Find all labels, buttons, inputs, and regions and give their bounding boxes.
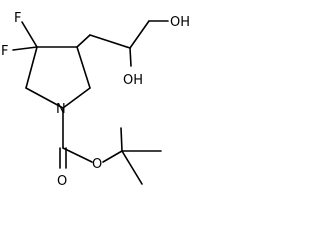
ester-oxygen-label: O (92, 157, 102, 172)
hydroxyl-secondary-label: OH (123, 73, 143, 88)
bond-c3-f-upper (21, 21, 38, 48)
bond-c4-ch2 (76, 34, 91, 48)
carbonyl-oxygen-label: O (57, 174, 67, 189)
bond-c4-c5 (76, 46, 91, 89)
fluorine-lower-label: F (1, 44, 8, 59)
bond-n-c2 (25, 87, 64, 109)
bond-c3-f-lower (12, 46, 38, 51)
bond-choh-oh (129, 47, 132, 67)
fluorine-upper-label: F (14, 11, 21, 26)
bond-ch2-choh (89, 34, 131, 49)
bond-carbonyl-oester (62, 147, 93, 163)
hydroxyl-primary-label: OH (170, 15, 190, 30)
bond-cquat-me-bottom (121, 150, 143, 185)
bond-c5-n (62, 87, 91, 109)
ring-nitrogen-label: N (56, 102, 66, 117)
bond-cquat-me-top (120, 127, 123, 152)
bond-oester-cquat (102, 150, 123, 163)
bond-choh-ch2oh (129, 20, 150, 49)
molecule-drawing: F F N OH OH O O (1, 11, 190, 189)
chemical-structure: F F N OH OH O O (1, 11, 191, 189)
bond-c2-c3 (25, 46, 38, 89)
